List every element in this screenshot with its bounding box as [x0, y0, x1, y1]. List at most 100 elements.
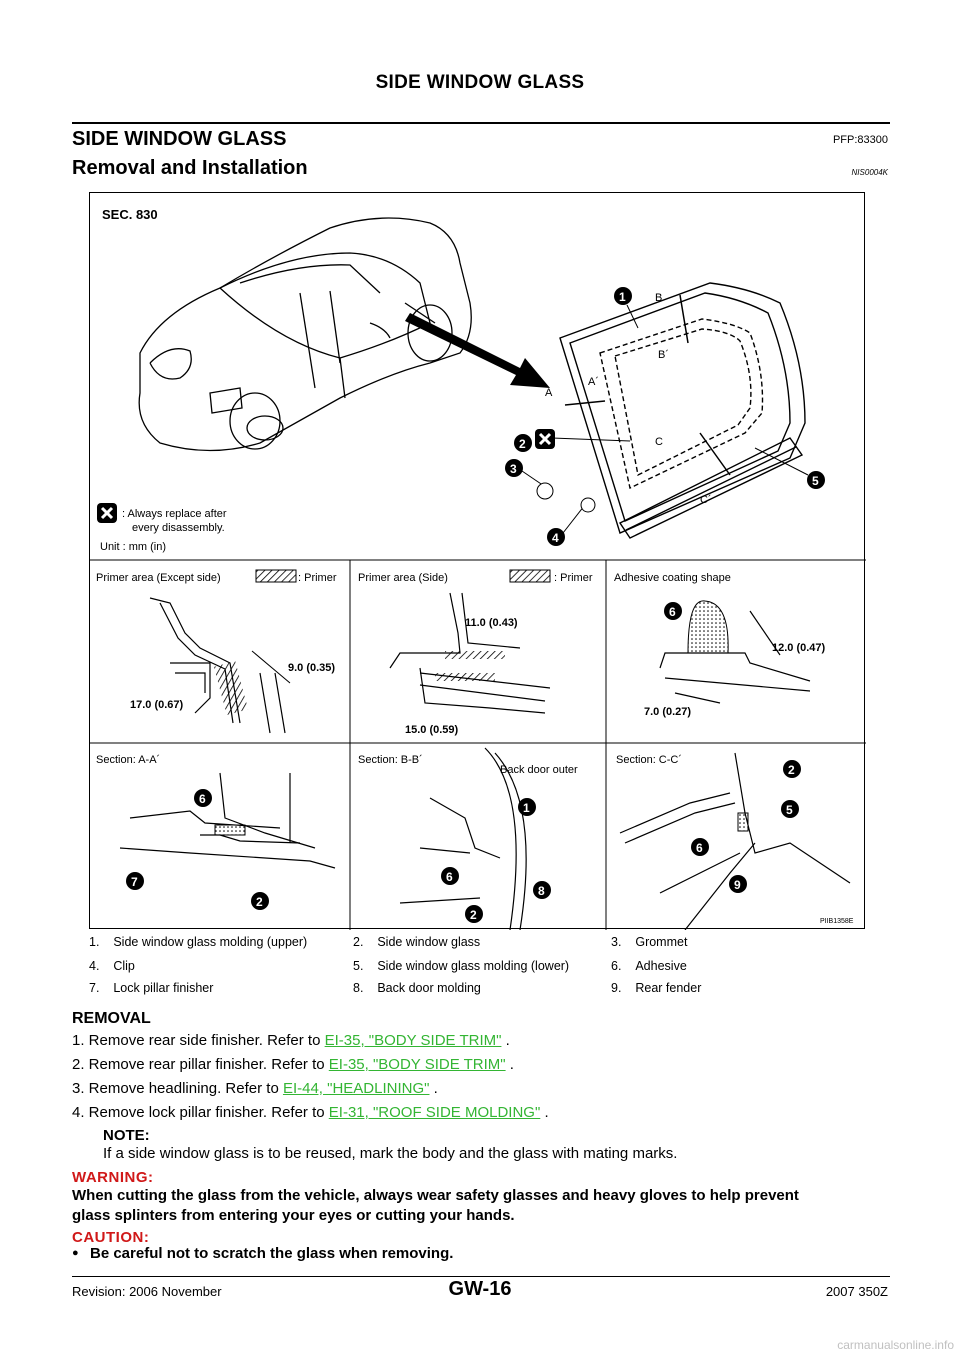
footer-rule	[72, 1276, 890, 1277]
panel-b-hatch-key	[509, 569, 551, 583]
removal-step-4: 4. Remove lock pillar finisher. Refer to…	[72, 1104, 549, 1121]
section-title: SIDE WINDOW GLASS	[72, 128, 287, 150]
section-bb-note: Back door outer	[500, 764, 578, 776]
removal-heading: REMOVAL	[72, 1010, 151, 1027]
glass-assembly	[559, 282, 806, 539]
legend-item: 2. Side window glass	[353, 935, 481, 949]
removal-step-2: 2. Remove rear pillar finisher. Refer to…	[72, 1056, 514, 1073]
svg-text:8: 8	[538, 884, 545, 898]
legend-item: 1. Side window glass molding (upper)	[89, 935, 308, 949]
callout-1-bb: 1	[518, 798, 536, 816]
panel-c-dim1: 12.0 (0.47)	[772, 642, 826, 654]
callout-8-bb: 8	[533, 881, 551, 899]
replace-icon	[533, 427, 557, 451]
svg-text:2: 2	[788, 763, 795, 777]
panel-b-hatch-bottom	[435, 673, 495, 681]
callout-6-cc: 6	[691, 838, 709, 856]
panel-a-dim1: 9.0 (0.35)	[288, 662, 335, 674]
diagram-svg: SEC. 830 B B´ A A´ C C´	[90, 207, 866, 930]
model-year: 2007 350Z	[825, 1284, 888, 1299]
exploded-diagram: SEC. 830 B B´ A A´ C C´	[89, 192, 866, 930]
caution-text: Be careful not to scratch the glass when…	[90, 1245, 454, 1262]
callout-1: 1	[614, 287, 632, 305]
replace-note-2: every disassembly.	[132, 522, 225, 534]
marker-a: A	[545, 387, 553, 399]
marker-b: B	[655, 292, 662, 304]
panel-a-dim2: 17.0 (0.67)	[130, 699, 184, 711]
svg-text:4: 4	[552, 531, 559, 545]
panel-a-hatch-key	[255, 569, 297, 583]
panel-b-dim1: 11.0 (0.43)	[465, 617, 518, 629]
pointer-arrow	[405, 313, 550, 388]
car-illustration	[138, 217, 472, 452]
panel-a-dim-line	[251, 650, 291, 684]
svg-text:6: 6	[669, 605, 676, 619]
panel-b-dim2: 15.0 (0.59)	[405, 724, 459, 736]
marker-a-prime: A´	[588, 376, 599, 388]
legend-item: 6. Adhesive	[611, 959, 687, 973]
panel-a-hatch	[213, 661, 249, 715]
clip-shape	[580, 497, 596, 513]
panel-b-title: Primer area (Side)	[358, 572, 448, 584]
section-aa-adhesive	[214, 824, 246, 836]
section-cc-drawing	[619, 752, 851, 930]
legend-item: 7. Lock pillar finisher	[89, 981, 214, 995]
callout-2-cc: 2	[783, 760, 801, 778]
section-markers	[564, 294, 731, 476]
section-code: NIS0004K	[851, 168, 888, 177]
adhesive-bead	[687, 600, 729, 654]
panel-a-primer: : Primer	[298, 572, 337, 584]
svg-text:1: 1	[619, 290, 626, 304]
link-ei44-headlining[interactable]: EI-44, "HEADLINING"	[282, 1080, 430, 1097]
panel-a-drawing	[149, 597, 286, 734]
caution-bullet: ●	[72, 1247, 79, 1259]
replace-note-1: : Always replace after	[122, 508, 227, 520]
pfp-code: PFP:83300	[832, 134, 888, 146]
note-text: If a side window glass is to be reused, …	[103, 1145, 678, 1162]
legend-item: 9. Rear fender	[611, 981, 702, 995]
panel-c-dim2: 7.0 (0.27)	[644, 706, 691, 718]
grommet-shape	[536, 482, 554, 500]
leader-lines	[521, 304, 809, 534]
legend-item: 5. Side window glass molding (lower)	[353, 959, 570, 973]
svg-text:9: 9	[734, 878, 741, 892]
watermark: carmanualsonline.info	[837, 1338, 954, 1352]
callout-7-aa: 7	[126, 872, 144, 890]
callout-6-bb: 6	[441, 867, 459, 885]
svg-text:1: 1	[523, 801, 530, 815]
section-bb-drawing	[399, 747, 527, 930]
figure-ref-id: PIIB1358E	[820, 918, 854, 925]
unit-note: Unit : mm (in)	[100, 541, 166, 553]
removal-step-3: 3. Remove headlining. Refer to EI-44, "H…	[72, 1080, 438, 1097]
svg-text:5: 5	[786, 803, 793, 817]
svg-text:6: 6	[199, 792, 206, 806]
section-bb-title: Section: B-B´	[358, 754, 423, 766]
running-header-title: SIDE WINDOW GLASS	[375, 72, 585, 93]
panel-b-primer: : Primer	[554, 572, 593, 584]
callout-2-aa: 2	[251, 892, 269, 910]
callout-2-bb: 2	[465, 905, 483, 923]
section-aa-title: Section: A-A´	[96, 754, 160, 766]
link-ei35-body-side-trim[interactable]: EI-35, "BODY SIDE TRIM"	[324, 1032, 502, 1049]
svg-text:5: 5	[812, 474, 819, 488]
marker-b-prime: B´	[658, 349, 669, 361]
svg-text:7: 7	[131, 875, 138, 889]
note-label: NOTE:	[103, 1127, 150, 1144]
link-ei35-body-side-trim-2[interactable]: EI-35, "BODY SIDE TRIM"	[328, 1056, 506, 1073]
svg-text:3: 3	[510, 462, 517, 476]
legend-item: 4. Clip	[89, 959, 135, 973]
panel-a-title: Primer area (Except side)	[96, 572, 221, 584]
svg-text:6: 6	[696, 841, 703, 855]
sec-label: SEC. 830	[102, 207, 158, 222]
panel-c-drawing	[659, 610, 811, 704]
callout-5: 5	[807, 471, 825, 489]
subsection-title: Removal and Installation	[72, 157, 308, 179]
warning-line-1: When cutting the glass from the vehicle,…	[72, 1187, 799, 1204]
replace-legend-icon	[95, 501, 119, 525]
warning-line-2: glass splinters from entering your eyes …	[72, 1207, 515, 1224]
header-rule	[72, 122, 890, 124]
marker-c-prime: C´	[700, 494, 712, 506]
link-ei31-roof-side-molding[interactable]: EI-31, "ROOF SIDE MOLDING"	[328, 1104, 541, 1121]
revision: Revision: 2006 November	[72, 1284, 222, 1299]
svg-text:2: 2	[256, 895, 263, 909]
